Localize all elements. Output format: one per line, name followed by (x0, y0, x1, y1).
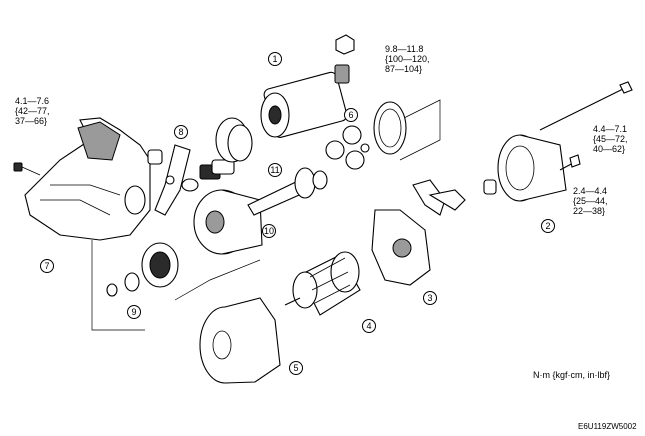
drive-lever (154, 144, 199, 216)
internal-gear-ring (373, 101, 407, 155)
gaskets (215, 117, 253, 163)
torque-solenoid-nut: 9.8—11.8{100—120,87—104} (385, 44, 430, 74)
units-note: N·m {kgf·cm, in·lbf} (533, 370, 611, 380)
callout-10: 10 (262, 224, 276, 238)
small-parts (147, 149, 235, 180)
solenoid-switch (260, 34, 355, 138)
brush-holder (371, 179, 466, 286)
callout-9: 9 (127, 305, 141, 319)
torque-front-housing-bolt: 4.1—7.6{42—77,37—66} (15, 96, 50, 126)
torque-rear-cover-screw: 2.4—4.4{25—44,22—38} (573, 186, 608, 216)
callout-11: 11 (268, 163, 282, 177)
figure-code: E6U119ZW5002 (578, 422, 637, 431)
callout-7: 7 (40, 259, 54, 273)
planetary-gears (325, 125, 370, 170)
output-shaft (247, 167, 328, 216)
callout-3: 3 (423, 291, 437, 305)
pinion-gear (106, 242, 179, 297)
yoke (199, 297, 281, 384)
callout-5: 5 (289, 361, 303, 375)
guide-lines (91, 99, 441, 331)
callout-8: 8 (174, 125, 188, 139)
callout-2: 2 (541, 219, 555, 233)
armature (284, 251, 361, 316)
callout-4: 4 (362, 319, 376, 333)
torque-through-bolt: 4.4—7.1{45—72,40—62} (593, 124, 628, 154)
gear-housing (193, 189, 263, 255)
through-bolts (539, 81, 633, 171)
callout-1: 1 (268, 52, 282, 66)
front-housing (13, 117, 151, 241)
rear-cover (483, 134, 567, 202)
callout-6: 6 (344, 108, 358, 122)
